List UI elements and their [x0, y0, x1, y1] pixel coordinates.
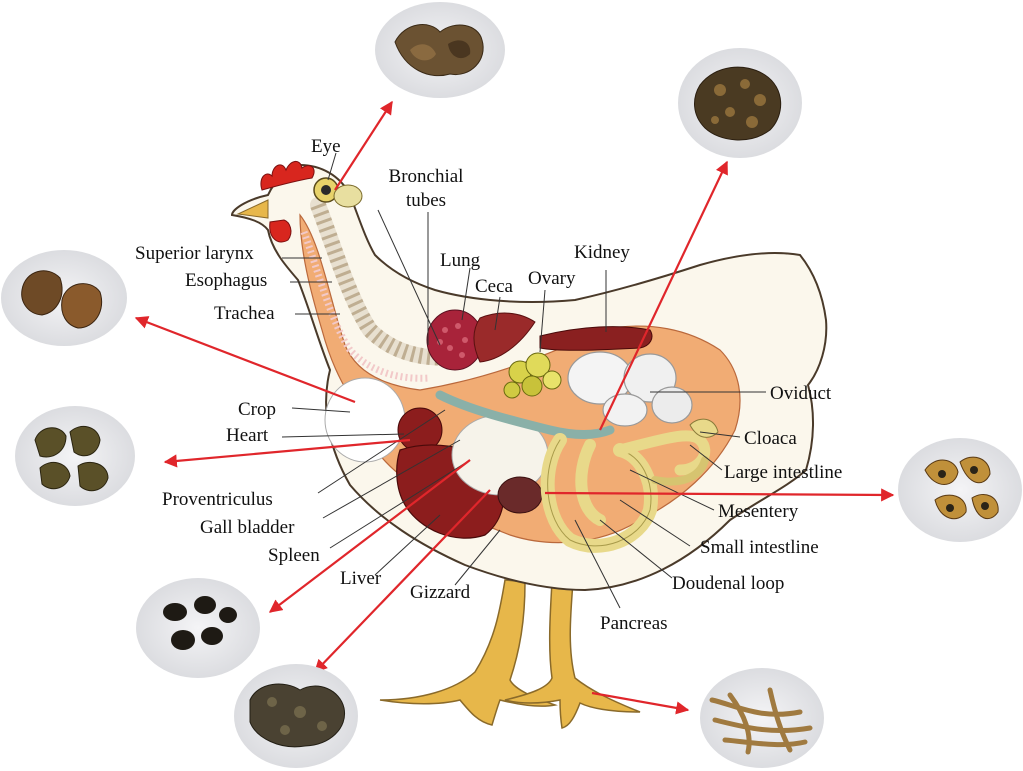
- photo-right-intestine-sample: [898, 438, 1022, 542]
- photo-bottom-right-feet-sample: [700, 668, 824, 768]
- label-bronchial-tubes-line1: Bronchial: [376, 166, 476, 187]
- label-superior-larynx: Superior larynx: [135, 243, 254, 264]
- label-eye: Eye: [311, 136, 341, 157]
- label-doudenal-loop: Doudenal loop: [672, 573, 784, 594]
- pupil: [321, 185, 331, 195]
- label-liver: Liver: [340, 568, 381, 589]
- label-pancreas: Pancreas: [600, 613, 668, 634]
- label-cloaca: Cloaca: [744, 428, 797, 449]
- photo-left-lower-sample: [136, 578, 260, 678]
- photo-bottom-gizzard-sample: [234, 664, 358, 768]
- label-trachea: Trachea: [214, 303, 275, 324]
- label-heart: Heart: [226, 425, 268, 446]
- label-small-intestine: Small intestline: [700, 537, 819, 558]
- label-gizzard: Gizzard: [410, 582, 470, 603]
- crop-shape: [325, 378, 405, 462]
- photo-left-heart-sample: [15, 406, 135, 506]
- label-mesentery: Mesentery: [718, 501, 798, 522]
- photo-top-right-oviduct-sample: [678, 48, 802, 158]
- label-large-intestine: Large intestline: [724, 462, 842, 483]
- brain: [334, 185, 362, 207]
- gizzard-inner: [498, 477, 542, 513]
- label-kidney: Kidney: [574, 242, 630, 263]
- label-lung: Lung: [440, 250, 480, 271]
- label-bronchial-tubes-line2: tubes: [376, 190, 476, 211]
- label-spleen: Spleen: [268, 545, 320, 566]
- label-gall-bladder: Gall bladder: [200, 517, 294, 538]
- label-proventriculus: Proventriculus: [162, 489, 273, 510]
- label-esophagus: Esophagus: [185, 270, 267, 291]
- label-ovary: Ovary: [528, 268, 575, 289]
- label-crop: Crop: [238, 399, 276, 420]
- label-ceca: Ceca: [475, 276, 513, 297]
- label-oviduct: Oviduct: [770, 383, 831, 404]
- photo-left-crop-sample: [1, 250, 127, 346]
- photo-top-head-sample: [375, 2, 505, 98]
- right-leg-foot: [505, 582, 640, 728]
